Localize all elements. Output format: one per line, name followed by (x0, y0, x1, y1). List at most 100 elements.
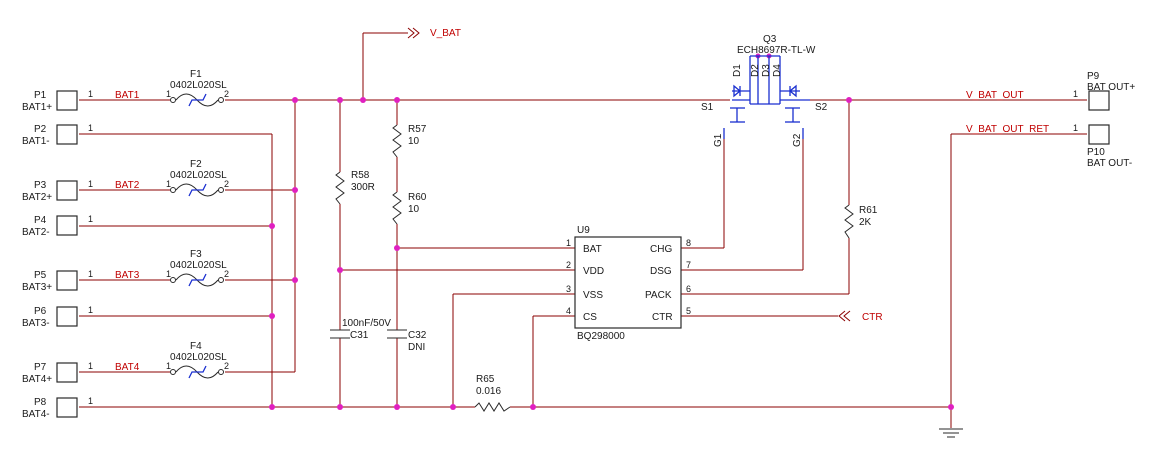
ground-symbol (939, 428, 963, 438)
svg-text:1: 1 (88, 269, 93, 279)
svg-text:P10: P10 (1087, 147, 1105, 158)
svg-text:F1: F1 (190, 69, 202, 80)
svg-text:R61: R61 (859, 205, 878, 216)
svg-text:1: 1 (166, 179, 171, 189)
connector-p1: 1 P1 BAT1+ (22, 89, 93, 113)
svg-text:BAT3: BAT3 (115, 270, 140, 281)
svg-text:0402L020SL: 0402L020SL (170, 352, 227, 363)
svg-text:1: 1 (88, 214, 93, 224)
resistor-r65: R65 0.016 (474, 374, 511, 412)
svg-text:P7: P7 (34, 362, 47, 373)
net-label-ctr: CTR (838, 310, 883, 323)
connector-p3: 1 P3 BAT2+ (22, 179, 93, 203)
svg-text:2: 2 (224, 89, 229, 99)
svg-text:C32: C32 (408, 330, 427, 341)
svg-text:8: 8 (686, 238, 691, 248)
svg-text:BQ298000: BQ298000 (577, 331, 625, 342)
svg-text:6: 6 (686, 284, 691, 294)
svg-text:BAT OUT+: BAT OUT+ (1087, 82, 1135, 93)
net-label-v-bat-out: V_BAT_OUT (966, 90, 1024, 101)
svg-text:1: 1 (166, 89, 171, 99)
net-label-v-bat-out-ret: V_BAT_OUT_RET (966, 124, 1049, 135)
connector-p7: 1 P7 BAT4+ (22, 361, 93, 385)
svg-text:D3: D3 (761, 64, 772, 77)
svg-text:BAT4-: BAT4- (22, 409, 50, 420)
svg-text:F2: F2 (190, 159, 202, 170)
capacitor-c31: 100nF/50V C31 (330, 318, 391, 341)
svg-text:1: 1 (1073, 89, 1078, 99)
svg-text:1: 1 (566, 238, 571, 248)
svg-text:C31: C31 (350, 330, 369, 341)
junction-dots (269, 53, 954, 410)
svg-text:BAT4+: BAT4+ (22, 374, 52, 385)
svg-text:0.016: 0.016 (476, 386, 501, 397)
svg-text:1: 1 (166, 361, 171, 371)
svg-text:P2: P2 (34, 124, 47, 135)
svg-text:1: 1 (88, 123, 93, 133)
svg-text:0402L020SL: 0402L020SL (170, 80, 227, 91)
svg-text:P4: P4 (34, 215, 47, 226)
resistor-r61: R61 2K (844, 204, 878, 239)
svg-text:CTR: CTR (862, 312, 883, 323)
svg-text:P9: P9 (1087, 71, 1100, 82)
fuse-f3: F3 0402L020SL 1 2 BAT3 (115, 249, 229, 287)
svg-text:BAT1: BAT1 (115, 90, 140, 101)
fuse-f4: F4 0402L020SL 1 2 BAT4 (115, 341, 229, 379)
wires (79, 32, 1087, 428)
connector-p5: 1 P5 BAT3+ (22, 269, 93, 293)
svg-text:2: 2 (224, 179, 229, 189)
svg-text:V_BAT: V_BAT (430, 28, 461, 39)
svg-text:0402L020SL: 0402L020SL (170, 170, 227, 181)
svg-text:S2: S2 (815, 102, 828, 113)
svg-text:DSG: DSG (650, 266, 672, 277)
resistor-r60: R60 10 (392, 191, 427, 225)
svg-text:CTR: CTR (652, 312, 673, 323)
svg-text:F4: F4 (190, 341, 202, 352)
resistor-r58: R58 300R (335, 170, 375, 205)
svg-text:R65: R65 (476, 374, 495, 385)
svg-text:G2: G2 (792, 133, 803, 147)
connector-p2: 1 P2 BAT1- (22, 123, 93, 147)
resistor-r57: R57 10 (392, 124, 427, 158)
svg-text:D1: D1 (732, 64, 743, 77)
svg-text:2K: 2K (859, 217, 872, 228)
svg-text:3: 3 (566, 284, 571, 294)
svg-text:R60: R60 (408, 192, 427, 203)
svg-text:BAT4: BAT4 (115, 362, 140, 373)
svg-text:4: 4 (566, 306, 571, 316)
svg-text:PACK: PACK (645, 290, 672, 301)
connector-p9: 1 P9 BAT OUT+ (1073, 71, 1135, 111)
svg-text:R57: R57 (408, 124, 427, 135)
svg-text:BAT: BAT (583, 244, 602, 255)
svg-text:S1: S1 (701, 102, 714, 113)
svg-text:CS: CS (583, 312, 597, 323)
svg-text:D4: D4 (772, 64, 783, 77)
svg-text:2: 2 (224, 361, 229, 371)
fuse-f2: F2 0402L020SL 1 2 BAT2 (115, 159, 229, 197)
svg-text:BAT OUT-: BAT OUT- (1087, 158, 1132, 169)
svg-text:5: 5 (686, 306, 691, 316)
svg-text:P1: P1 (34, 90, 47, 101)
svg-text:10: 10 (408, 136, 420, 147)
svg-text:DNI: DNI (408, 342, 425, 353)
net-label-v-bat: V_BAT (407, 27, 461, 39)
svg-text:1: 1 (88, 361, 93, 371)
svg-text:2: 2 (566, 260, 571, 270)
svg-text:VSS: VSS (583, 290, 603, 301)
svg-text:CHG: CHG (650, 244, 672, 255)
svg-text:1: 1 (88, 89, 93, 99)
svg-text:P8: P8 (34, 397, 47, 408)
svg-text:1: 1 (88, 396, 93, 406)
svg-text:2: 2 (224, 269, 229, 279)
svg-text:1: 1 (88, 179, 93, 189)
mosfet-q3: Q3 ECH8697R-TL-W D1 D2 D3 D4 S1 S2 G1 G (701, 34, 828, 147)
svg-text:VDD: VDD (583, 266, 604, 277)
svg-text:BAT1+: BAT1+ (22, 102, 52, 113)
svg-text:P5: P5 (34, 270, 47, 281)
svg-text:BAT3+: BAT3+ (22, 282, 52, 293)
svg-text:R58: R58 (351, 170, 370, 181)
svg-text:G1: G1 (713, 133, 724, 147)
svg-text:U9: U9 (577, 225, 590, 236)
svg-text:P6: P6 (34, 306, 47, 317)
